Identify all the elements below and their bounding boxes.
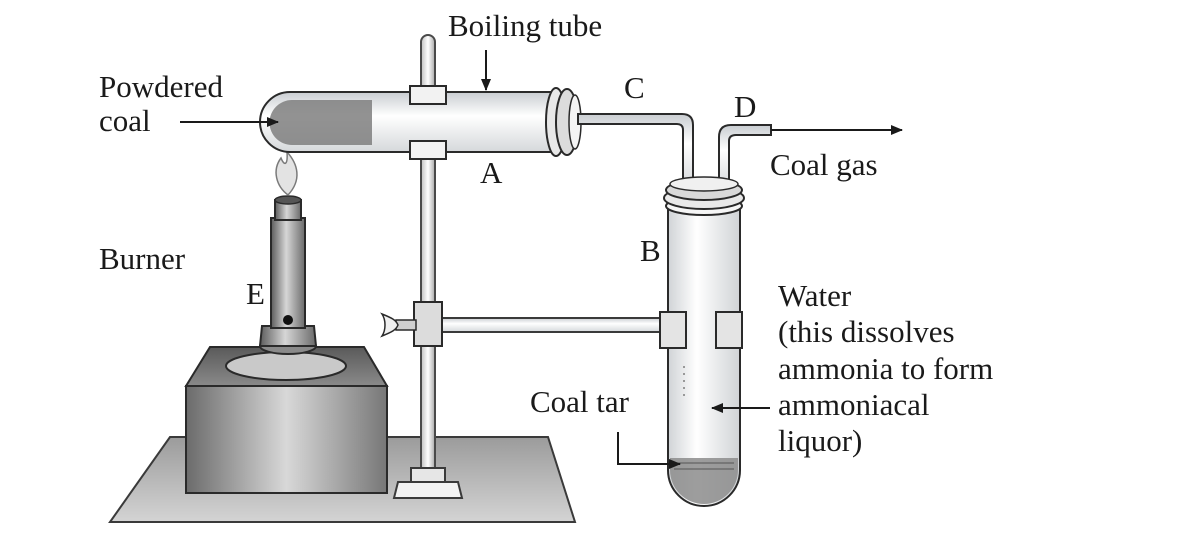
- water-label-5: liquor): [778, 423, 862, 458]
- burner-label: Burner: [99, 241, 186, 276]
- water-label-3: ammonia to form: [778, 351, 993, 386]
- label-d: D: [734, 89, 756, 124]
- boiling-tube-label: Boiling tube: [448, 8, 602, 43]
- stand-foot: [392, 467, 464, 499]
- flame: [275, 149, 298, 197]
- powdered-coal: [269, 100, 372, 145]
- side-arm: [436, 317, 671, 333]
- water-label-1: Water: [778, 278, 852, 313]
- water-label-2: (this dissolves: [778, 314, 955, 349]
- coal-tar-label: Coal tar: [530, 384, 630, 419]
- label-a: A: [480, 155, 503, 190]
- coal-gas-label: Coal gas: [770, 147, 878, 182]
- label-e: E: [246, 276, 265, 311]
- delivery-tube-c: [577, 113, 694, 189]
- coal-tar-arrow: [617, 432, 681, 469]
- tube-clamp: [409, 85, 447, 160]
- burner: [258, 195, 318, 355]
- label-b: B: [640, 233, 661, 268]
- label-c: C: [624, 70, 645, 105]
- water-label-4: ammoniacal: [778, 387, 930, 422]
- test-tube-clamp: [659, 311, 743, 349]
- boss-head-clamp: [380, 301, 443, 347]
- boiling-tube-a: [259, 87, 582, 157]
- powdered-coal-label-1: Powdered: [99, 69, 223, 104]
- test-tube-b: [663, 176, 745, 507]
- burner-stand-box: [184, 346, 389, 494]
- powdered-coal-label-2: coal: [99, 103, 151, 138]
